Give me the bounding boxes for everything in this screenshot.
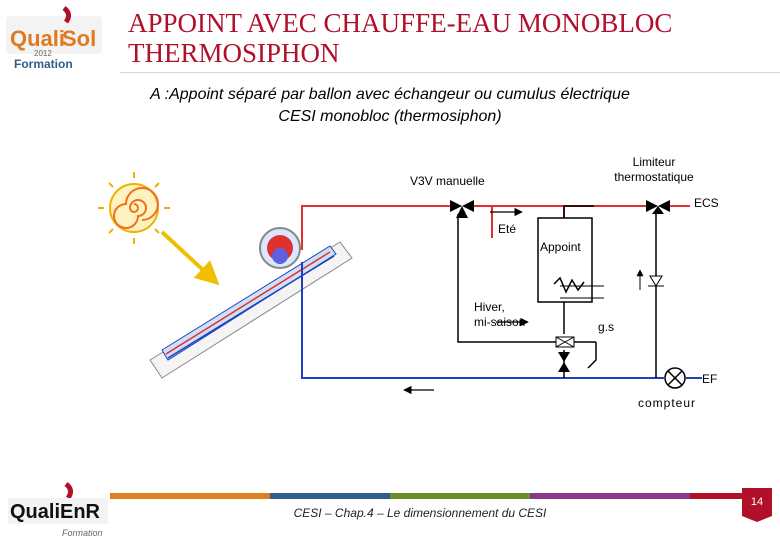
logo-tagline: Formation bbox=[14, 57, 73, 70]
label-ecs: ECS bbox=[694, 196, 719, 210]
logo-year: 2012 bbox=[34, 49, 52, 58]
gate-valve-icon bbox=[555, 336, 575, 348]
sun-ray-arrow bbox=[160, 230, 220, 286]
page-number-badge bbox=[742, 488, 772, 522]
label-ef: EF bbox=[702, 372, 718, 386]
label-v3v: V3V manuelle bbox=[410, 174, 485, 188]
qualienr-logo: Quali EnR Formation bbox=[8, 482, 108, 538]
subtitle-line-1: A :Appoint séparé par ballon avec échang… bbox=[150, 86, 630, 103]
v3v-valve-icon bbox=[450, 200, 474, 218]
page-number: 14 bbox=[750, 496, 764, 508]
label-limiteur: Limiteur thermostatique bbox=[614, 155, 694, 184]
limiteur-valve-icon bbox=[646, 200, 670, 214]
logo-bottom-tagline: Formation bbox=[62, 528, 103, 538]
label-compteur: compteur bbox=[638, 396, 697, 410]
footer-text: CESI – Chap.4 – Le dimensionnement du CE… bbox=[293, 506, 547, 520]
logo-word-1: Quali bbox=[10, 26, 65, 51]
logo-word-2: Sol bbox=[62, 26, 96, 51]
title-divider bbox=[120, 72, 780, 73]
thermosiphon-tank bbox=[259, 227, 301, 269]
sun-icon bbox=[98, 172, 170, 244]
label-appoint: Appoint bbox=[540, 240, 581, 254]
appoint-pipes bbox=[457, 205, 657, 378]
subtitle: A :Appoint séparé par ballon avec échang… bbox=[0, 84, 780, 128]
logo-bottom-word-1: Quali bbox=[10, 501, 60, 523]
meter-icon bbox=[664, 367, 686, 389]
label-gs: g.s bbox=[598, 320, 615, 334]
solar-collector bbox=[149, 241, 353, 379]
bottom-valve-icon bbox=[558, 352, 570, 372]
subtitle-line-2: CESI monobloc (thermosiphon) bbox=[278, 108, 502, 125]
label-hiver: Hiver, mi-saison bbox=[474, 300, 526, 329]
footer-color-bar bbox=[110, 493, 746, 499]
page-title: APPOINT AVEC CHAUFFE-EAU MONOBLOC THERMO… bbox=[128, 8, 673, 68]
label-ete: Eté bbox=[498, 222, 517, 236]
cold-water-pipe bbox=[301, 262, 702, 379]
logo-bottom-word-2: EnR bbox=[60, 501, 101, 523]
check-valve-icon bbox=[636, 269, 664, 290]
qualisol-logo: Quali Sol 2012 Formation bbox=[6, 6, 102, 70]
